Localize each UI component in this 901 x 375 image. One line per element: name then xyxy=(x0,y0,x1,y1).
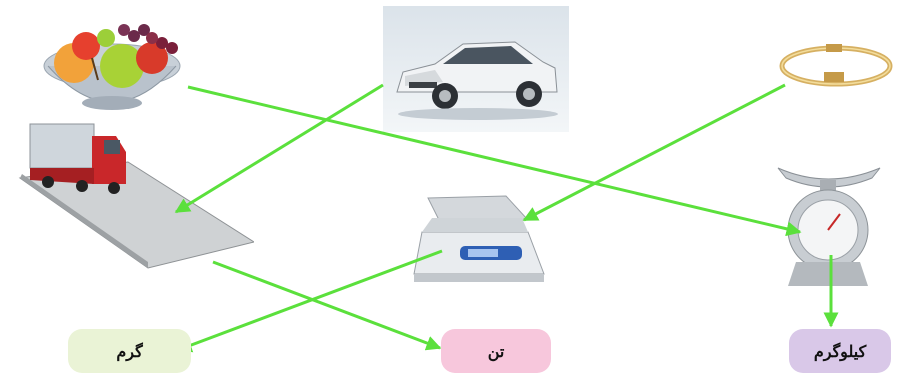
kilogram-label: کیلوگرم xyxy=(789,329,891,373)
bracelet-image xyxy=(778,40,898,92)
kilogram-label-text: کیلوگرم xyxy=(813,341,867,361)
gram-label: گرم xyxy=(68,329,191,373)
digital-balance-image xyxy=(410,182,550,292)
ton-label: تن xyxy=(441,329,551,373)
ton-label-text: تن xyxy=(487,341,505,361)
car-image xyxy=(383,6,569,132)
gram-label-text: گرم xyxy=(116,341,143,361)
fruit-bowl-image xyxy=(34,8,194,118)
truck-weighbridge-image xyxy=(8,122,256,270)
arrow-weighbridge-to-ton xyxy=(212,260,442,351)
kitchen-scale-image xyxy=(768,150,890,290)
